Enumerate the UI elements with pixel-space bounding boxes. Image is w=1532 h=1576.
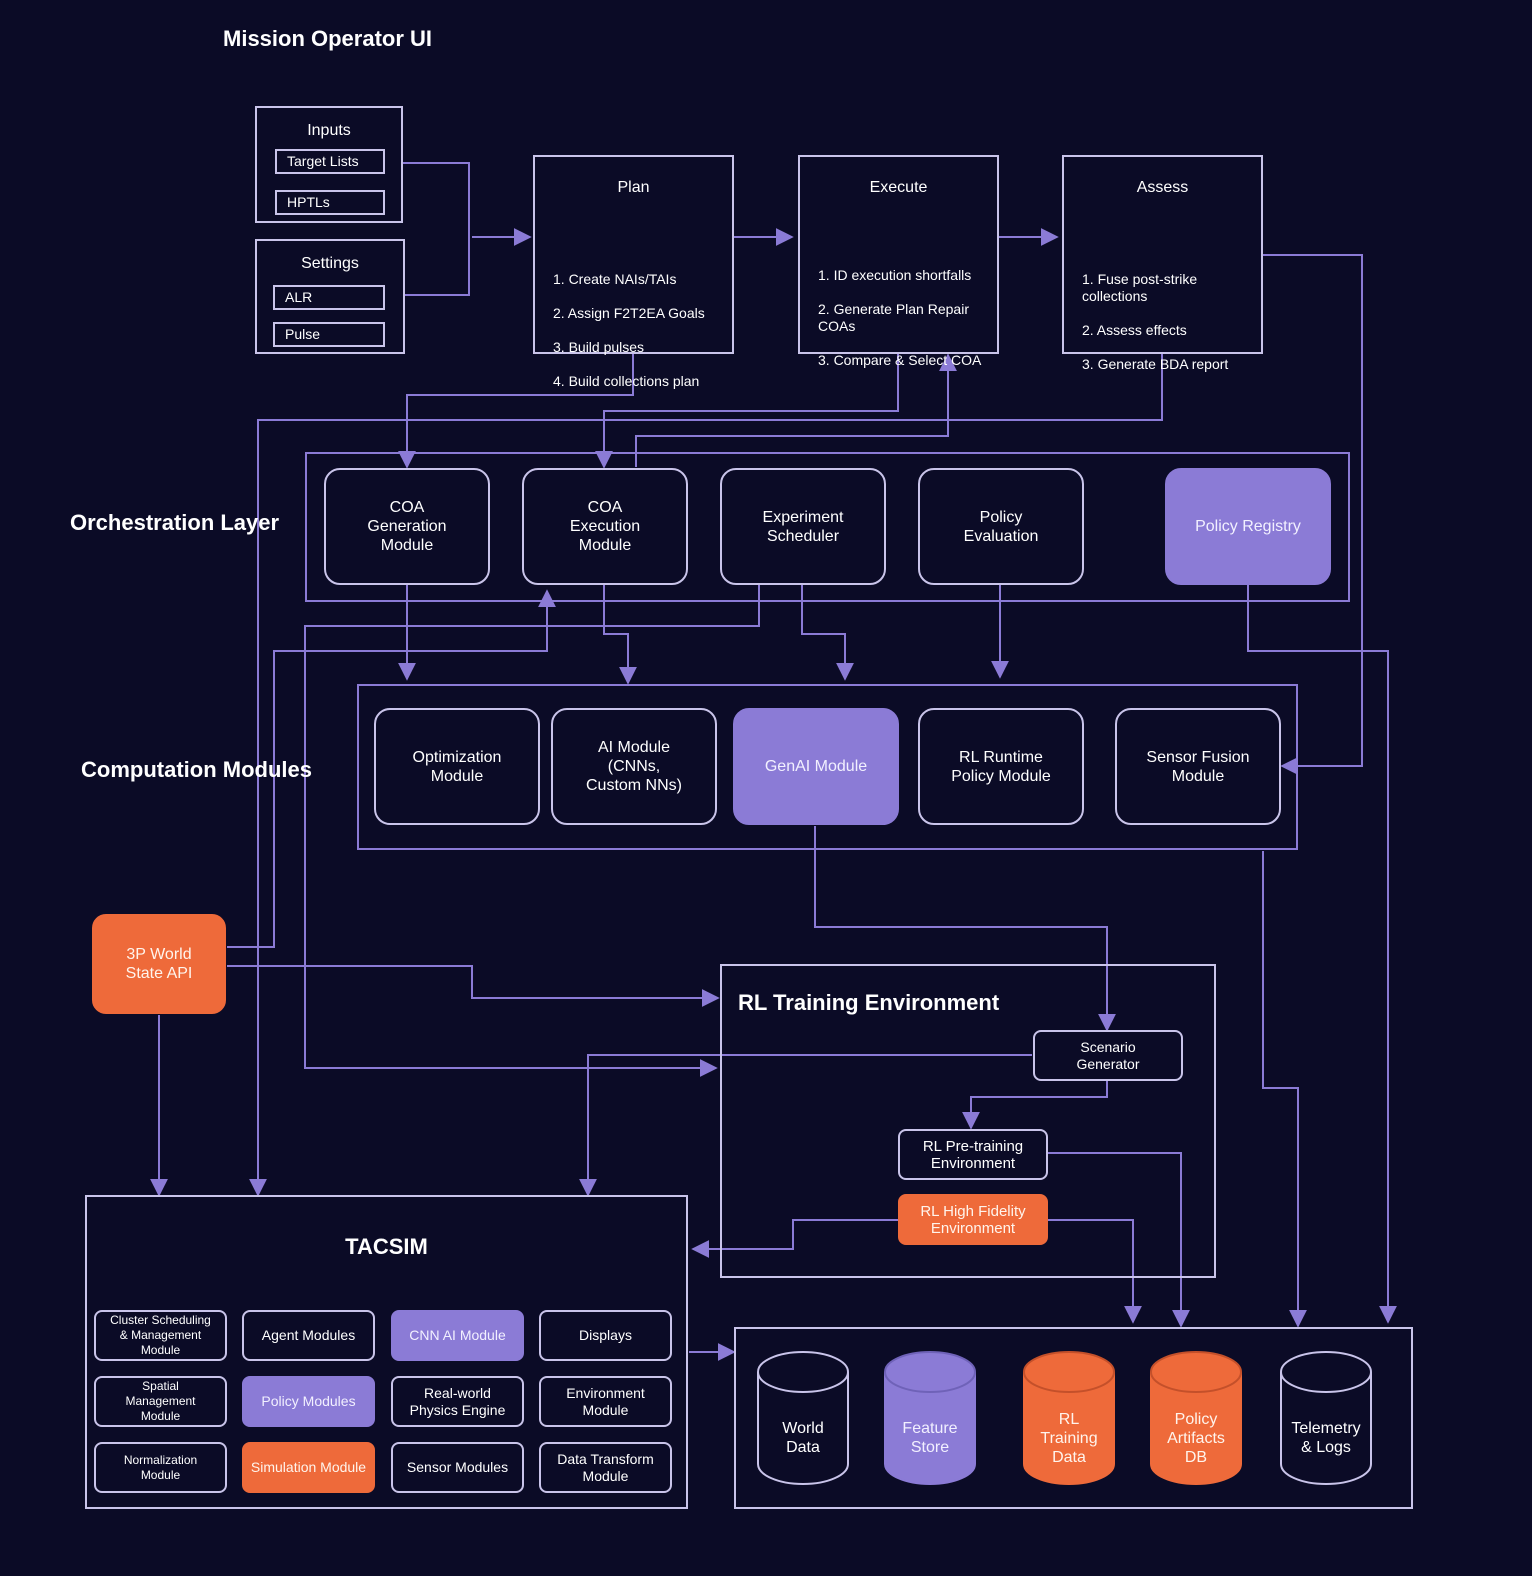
- wire-coa-exec-execute: [635, 353, 957, 467]
- world-data-label: World Data: [782, 1420, 824, 1456]
- ai-module[interactable]: AI Module (CNNs, Custom NNs): [551, 708, 717, 825]
- rl-high-fidelity-environment[interactable]: RL High Fidelity Environment: [898, 1194, 1048, 1245]
- assess-stage[interactable]: Assess 1. Fuse post-strike collections 2…: [1062, 155, 1263, 372]
- wire-inputs-merge: [401, 162, 470, 296]
- database-icon: [1280, 1351, 1372, 1485]
- wire-api-rl-env: [227, 965, 720, 1007]
- world-state-api[interactable]: 3P World State API: [92, 914, 226, 1014]
- wire-genai-scenario: [814, 826, 1116, 1032]
- wire-execute-coa-exec: [595, 353, 899, 469]
- tacsim-title: TACSIM: [345, 1234, 428, 1259]
- assess-step: 2. Assess effects: [1082, 322, 1187, 338]
- database-icon: [884, 1351, 976, 1485]
- assess-step: 1. Fuse post-strike collections: [1082, 271, 1198, 304]
- physics-engine-module[interactable]: Real-world Physics Engine: [391, 1376, 524, 1427]
- execute-step: 3. Compare & Select COA: [818, 352, 982, 368]
- plan-stage[interactable]: Plan 1. Create NAIs/TAIs 2. Assign F2T2E…: [533, 155, 734, 389]
- execute-stage[interactable]: Execute 1. ID execution shortfalls 2. Ge…: [798, 155, 999, 368]
- agent-modules[interactable]: Agent Modules: [242, 1310, 375, 1361]
- assess-steps: 1. Fuse post-strike collections 2. Asses…: [1082, 254, 1251, 390]
- assess-title: Assess: [1136, 179, 1189, 196]
- data-stores-container: [734, 1327, 1413, 1509]
- plan-step: 3. Build pulses: [553, 339, 645, 355]
- plan-step: 1. Create NAIs/TAIs: [553, 271, 677, 287]
- setting-pulse[interactable]: Pulse: [273, 322, 385, 347]
- input-hptls[interactable]: HPTLs: [275, 190, 385, 215]
- execute-steps: 1. ID execution shortfalls 2. Generate P…: [818, 250, 987, 386]
- plan-step: 2. Assign F2T2EA Goals: [553, 305, 705, 321]
- genai-module[interactable]: GenAI Module: [733, 708, 899, 825]
- displays-module[interactable]: Displays: [539, 1310, 672, 1361]
- policy-modules[interactable]: Policy Modules: [242, 1376, 375, 1427]
- data-transform-module[interactable]: Data Transform Module: [539, 1442, 672, 1493]
- wire-assess-tacsim: [249, 353, 1163, 1197]
- wire-hifi-data: [1047, 1219, 1142, 1324]
- wire-registry-telemetry: [1247, 585, 1397, 1324]
- coa-generation-module[interactable]: COA Generation Module: [324, 468, 490, 585]
- rl-training-environment-label: RL Training Environment: [738, 990, 1000, 1015]
- execute-step: 1. ID execution shortfalls: [818, 267, 972, 283]
- policy-evaluation[interactable]: Policy Evaluation: [918, 468, 1084, 585]
- spatial-management-module[interactable]: Spatial Management Module: [94, 1376, 227, 1427]
- sensor-modules[interactable]: Sensor Modules: [391, 1442, 524, 1493]
- orchestration-layer-label: Orchestration Layer: [70, 510, 280, 535]
- database-icon: [1150, 1351, 1242, 1485]
- feature-store-label: Feature Store: [902, 1420, 958, 1456]
- simulation-module[interactable]: Simulation Module: [242, 1442, 375, 1493]
- setting-alr[interactable]: ALR: [273, 285, 385, 310]
- wire-experiment-genai: [801, 585, 854, 681]
- database-icon: [1023, 1351, 1115, 1485]
- policy-registry[interactable]: Policy Registry: [1165, 468, 1331, 585]
- plan-steps: 1. Create NAIs/TAIs 2. Assign F2T2EA Goa…: [553, 254, 722, 407]
- computation-modules-label: Computation Modules: [81, 757, 312, 782]
- rl-training-data-label: RL Training Data: [1040, 1410, 1098, 1466]
- cnn-ai-module[interactable]: CNN AI Module: [391, 1310, 524, 1361]
- experiment-scheduler[interactable]: Experiment Scheduler: [720, 468, 886, 585]
- telemetry-logs-label: Telemetry & Logs: [1291, 1420, 1361, 1456]
- wire-pretraining-data: [1047, 1152, 1190, 1328]
- rl-pretraining-environment[interactable]: RL Pre-training Environment: [898, 1129, 1048, 1180]
- wire-experiment-rl-env: [304, 585, 760, 1077]
- wire-api-coa-exec: [227, 589, 556, 948]
- plan-title: Plan: [617, 179, 650, 196]
- rl-training-data-store[interactable]: RL Training Data: [1022, 1350, 1116, 1486]
- input-target-lists[interactable]: Target Lists: [275, 149, 385, 174]
- scenario-generator[interactable]: Scenario Generator: [1033, 1030, 1183, 1081]
- settings-title: Settings: [301, 255, 359, 272]
- plan-step: 4. Build collections plan: [553, 373, 700, 389]
- environment-module[interactable]: Environment Module: [539, 1376, 672, 1427]
- policy-artifacts-db[interactable]: Policy Artifacts DB: [1149, 1350, 1243, 1486]
- inputs-panel[interactable]: Inputs Target Lists HPTLs: [255, 106, 403, 223]
- optimization-module[interactable]: Optimization Module: [374, 708, 540, 825]
- wire-hifi-tacsim: [691, 1219, 898, 1258]
- normalization-module[interactable]: Normalization Module: [94, 1442, 227, 1493]
- rl-training-environment-container: [720, 964, 1216, 1278]
- wire-assess-sensor-fusion: [1260, 254, 1363, 775]
- wire-computation-artifacts: [1262, 851, 1307, 1328]
- database-icon: [757, 1351, 849, 1485]
- inputs-title: Inputs: [307, 122, 351, 139]
- rl-runtime-policy-module[interactable]: RL Runtime Policy Module: [918, 708, 1084, 825]
- sensor-fusion-module[interactable]: Sensor Fusion Module: [1115, 708, 1281, 825]
- execute-title: Execute: [869, 179, 928, 196]
- assess-step: 3. Generate BDA report: [1082, 356, 1229, 372]
- feature-store[interactable]: Feature Store: [883, 1350, 977, 1486]
- wire-plan-coa-gen: [398, 353, 634, 469]
- cluster-scheduling-module[interactable]: Cluster Scheduling & Management Module: [94, 1310, 227, 1361]
- orchestration-layer-container: [305, 452, 1350, 602]
- wire-coa-exec-ai: [603, 585, 637, 685]
- settings-panel[interactable]: Settings ALR Pulse: [255, 239, 405, 354]
- world-data-store[interactable]: World Data: [756, 1350, 850, 1486]
- tacsim-container: [85, 1195, 688, 1509]
- wire-scenario-tacsim: [579, 1054, 1032, 1197]
- mission-operator-ui-label: Mission Operator UI: [223, 26, 433, 51]
- policy-artifacts-label: Policy Artifacts DB: [1167, 1410, 1225, 1466]
- wire-scenario-pretraining: [962, 1081, 1108, 1130]
- execute-step: 2. Generate Plan Repair COAs: [818, 301, 969, 334]
- coa-execution-module[interactable]: COA Execution Module: [522, 468, 688, 585]
- telemetry-logs-store[interactable]: Telemetry & Logs: [1279, 1350, 1373, 1486]
